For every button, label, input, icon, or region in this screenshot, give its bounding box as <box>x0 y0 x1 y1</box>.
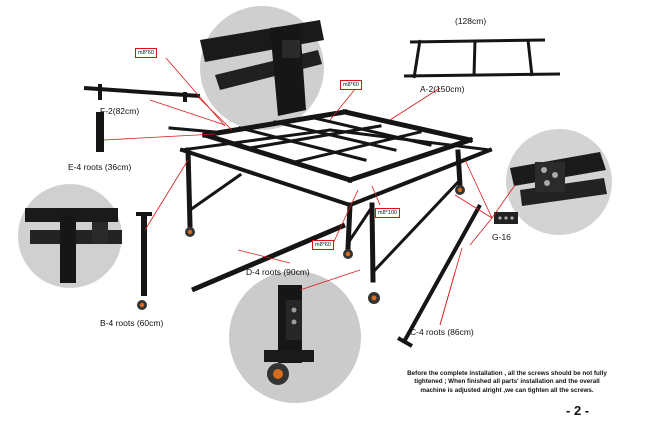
label-b4: B-4 roots (60cm) <box>100 318 164 328</box>
part-c4-bar <box>397 204 482 348</box>
label-top-dimension: (128cm) <box>455 16 487 26</box>
page-number: - 2 - <box>566 403 590 418</box>
detail-circle-top <box>200 6 324 130</box>
installation-note: Before the complete installation , all t… <box>407 370 607 394</box>
part-b4-leg <box>136 212 152 310</box>
main-frame <box>168 109 493 283</box>
label-c4: C-4 roots (86cm) <box>410 327 474 337</box>
screw-tag: m8*60 <box>312 240 334 250</box>
part-f2-bar <box>83 84 201 102</box>
detail-circle-right <box>506 129 612 235</box>
label-e4: E-4 roots (36cm) <box>68 162 132 172</box>
casters <box>185 185 465 304</box>
callout-lines <box>103 57 516 326</box>
part-e4-post <box>96 112 104 152</box>
screw-tag: m8*60 <box>340 80 362 90</box>
screw-tag: m8*60 <box>135 48 157 58</box>
part-g16-bracket <box>494 212 518 224</box>
label-a2: A-2(150cm) <box>420 84 465 94</box>
detail-circle-bottom <box>229 271 361 403</box>
screw-tag: m8*100 <box>375 208 400 218</box>
label-f2: F-2(82cm) <box>100 106 140 116</box>
label-d4: D-4 roots (90cm) <box>246 267 310 277</box>
label-g16: G-16 <box>492 232 511 242</box>
detail-circle-left <box>18 184 122 288</box>
part-a2-rack <box>403 38 561 79</box>
